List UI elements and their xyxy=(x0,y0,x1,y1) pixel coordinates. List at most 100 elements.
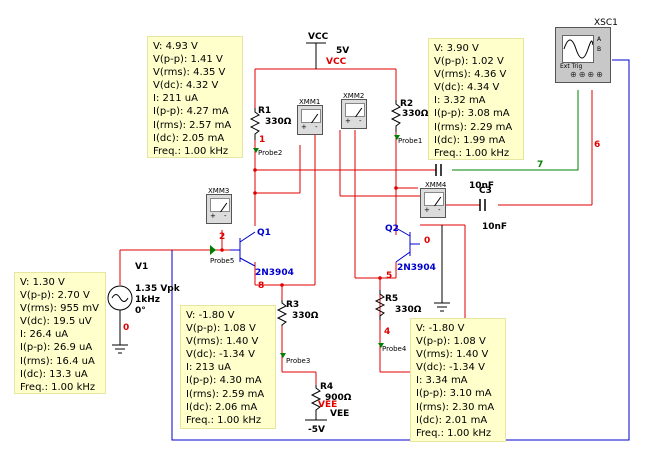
probe-readout-q1-base: V: 1.30 V V(p-p): 2.70 V V(rms): 955 mV … xyxy=(14,272,106,394)
resistor-r3[interactable] xyxy=(276,300,288,326)
ac-source-v1[interactable] xyxy=(107,285,133,345)
vcc-net-label: VCC xyxy=(326,57,347,67)
transistor-q2[interactable] xyxy=(395,227,420,263)
vcc-value: 5V xyxy=(336,46,350,56)
green-wire xyxy=(452,90,579,171)
probe4-label: Probe4 xyxy=(382,345,407,353)
probe-r5-line: I(dc): 2.01 mA xyxy=(416,414,488,426)
r2-name: R2 xyxy=(400,99,414,109)
net-label-1: 1 xyxy=(259,135,266,145)
probe3-label: Probe3 xyxy=(286,357,311,365)
meter-minus-terminal[interactable]: - xyxy=(438,206,441,214)
probe-q1-line: I(p-p): 26.9 uA xyxy=(20,342,93,354)
probe-r3-line: V: -1.80 V xyxy=(186,310,235,321)
probe-q1-line: V: 1.30 V xyxy=(20,277,65,288)
c3-name: C3 xyxy=(479,186,492,196)
q2-model: 2N3904 xyxy=(397,263,436,273)
junction-dots xyxy=(220,168,398,287)
r3-value: 330Ω xyxy=(292,311,319,321)
probe-r2-line: Freq.: 1.00 kHz xyxy=(434,147,510,159)
meter-display xyxy=(424,192,444,207)
probe-r1-line: I(dc): 2.05 mA xyxy=(153,132,225,144)
c2-value: 10nF xyxy=(469,181,495,191)
scope-channel-b-label: B xyxy=(597,46,602,53)
meter-plus-terminal[interactable]: + xyxy=(424,206,430,214)
net-label-6: 6 xyxy=(594,140,601,150)
q2-name: Q2 xyxy=(385,224,399,234)
capacitor-c2[interactable] xyxy=(435,164,442,176)
probe-r1-line: V(dc): 4.32 V xyxy=(153,80,219,92)
probe-r2-line: V: 3.90 V xyxy=(434,43,479,54)
r1-value: 330Ω xyxy=(265,117,292,127)
net-label-0-v1: 0 xyxy=(123,323,130,333)
v1-amplitude: 1.35 Vpk xyxy=(135,284,180,294)
probe-readout-r5: V: -1.80 V V(p-p): 1.08 V V(rms): 1.40 V… xyxy=(410,318,506,442)
probe-q1-line: I: 26.4 uA xyxy=(20,329,69,341)
probe-r1-line: V: 4.93 V xyxy=(153,41,198,52)
meter-plus-terminal[interactable]: + xyxy=(210,212,216,220)
r4-name: R4 xyxy=(320,382,334,392)
probe-r5-line: I(p-p): 3.10 mA xyxy=(416,388,492,400)
meter-needle-icon xyxy=(355,107,363,118)
meter-minus-terminal[interactable]: - xyxy=(224,212,227,220)
resistor-r4[interactable] xyxy=(305,385,327,421)
probe-r3-line: I: 213 uA xyxy=(186,362,231,374)
probe-r3-line: I(rms): 2.59 mA xyxy=(186,388,265,400)
probe-r3-line: V(dc): -1.34 V xyxy=(186,349,255,361)
multimeter-xmm2[interactable]: + - xyxy=(341,99,367,129)
scope-input-terminals-icon[interactable]: ⊕⊕⊕⊕ xyxy=(570,70,605,79)
probe-r2-line: V(dc): 4.34 V xyxy=(434,82,500,94)
xmm1-label: XMM1 xyxy=(299,98,321,106)
meter-plus-terminal[interactable]: + xyxy=(301,123,307,131)
capacitor-c3[interactable] xyxy=(479,199,486,211)
resistor-r5[interactable] xyxy=(374,290,386,320)
probe-r5-line: I: 3.34 mA xyxy=(416,375,468,387)
multimeter-xmm3[interactable]: + - xyxy=(206,194,232,224)
probe-q1-line: V(rms): 955 mV xyxy=(20,303,99,315)
probe-r2-line: V(rms): 4.36 V xyxy=(434,69,507,81)
multimeter-xmm1[interactable]: + - xyxy=(297,105,323,135)
probe-r3-line: V(p-p): 1.08 V xyxy=(186,323,256,335)
probe-r2-line: I(p-p): 3.08 mA xyxy=(434,108,510,120)
net-label-2: 2 xyxy=(219,232,226,242)
probe-r1-line: V(p-p): 1.41 V xyxy=(153,54,223,66)
probe-r1-line: I(p-p): 4.27 mA xyxy=(153,106,229,118)
v1-frequency: 1kHz xyxy=(135,295,161,305)
probe-r5-line: V(p-p): 1.08 V xyxy=(416,336,486,348)
probe-r5-line: Freq.: 1.00 kHz xyxy=(416,427,492,439)
sine-wave-icon xyxy=(563,39,594,59)
probe-readout-r3: V: -1.80 V V(p-p): 1.08 V V(rms): 1.40 V… xyxy=(180,305,276,429)
probe-r1-line: I: 211 uA xyxy=(153,93,198,105)
probe2-label: Probe2 xyxy=(258,149,283,157)
probe1-label: Probe1 xyxy=(398,137,423,145)
meter-needle-icon xyxy=(220,202,228,213)
probe-q1-line: V(p-p): 2.70 V xyxy=(20,290,90,302)
probe-q1-line: I(dc): 13.3 uA xyxy=(20,368,88,380)
probe-readout-r1: V: 4.93 V V(p-p): 1.41 V V(rms): 4.35 V … xyxy=(147,36,243,158)
resistor-r2[interactable] xyxy=(390,100,402,132)
meter-plus-terminal[interactable]: + xyxy=(345,117,351,125)
transistor-q1[interactable] xyxy=(230,231,256,267)
net-label-0-q2: 0 xyxy=(424,236,431,246)
meter-needle-icon xyxy=(434,196,442,207)
oscilloscope-xsc1[interactable]: A B Ext Trig ⊕⊕⊕⊕ xyxy=(555,27,611,83)
q1-name: Q1 xyxy=(257,228,271,238)
vee-net-label: VEE xyxy=(318,400,338,410)
xsc1-label: XSC1 xyxy=(594,18,618,28)
meter-display xyxy=(345,103,365,118)
meter-minus-terminal[interactable]: - xyxy=(359,117,362,125)
probe-r5-line: V(dc): -1.34 V xyxy=(416,362,485,374)
blue-wire xyxy=(171,59,630,441)
vee-name: VEE xyxy=(330,409,350,419)
probe-arrows xyxy=(210,135,400,358)
meter-minus-terminal[interactable]: - xyxy=(315,123,318,131)
probe-r1-line: I(rms): 2.57 mA xyxy=(153,119,232,131)
probe-readout-r2: V: 3.90 V V(p-p): 1.02 V V(rms): 4.36 V … xyxy=(428,38,524,160)
resistor-r1[interactable] xyxy=(249,108,261,140)
xmm2-label: XMM2 xyxy=(343,92,365,100)
scope-channel-a-label: A xyxy=(597,36,602,43)
c3-value: 10nF xyxy=(482,222,508,232)
v1-phase: 0° xyxy=(135,306,146,316)
probe-r2-line: I: 3.32 mA xyxy=(434,95,486,107)
multimeter-xmm4[interactable]: + - xyxy=(420,188,446,218)
